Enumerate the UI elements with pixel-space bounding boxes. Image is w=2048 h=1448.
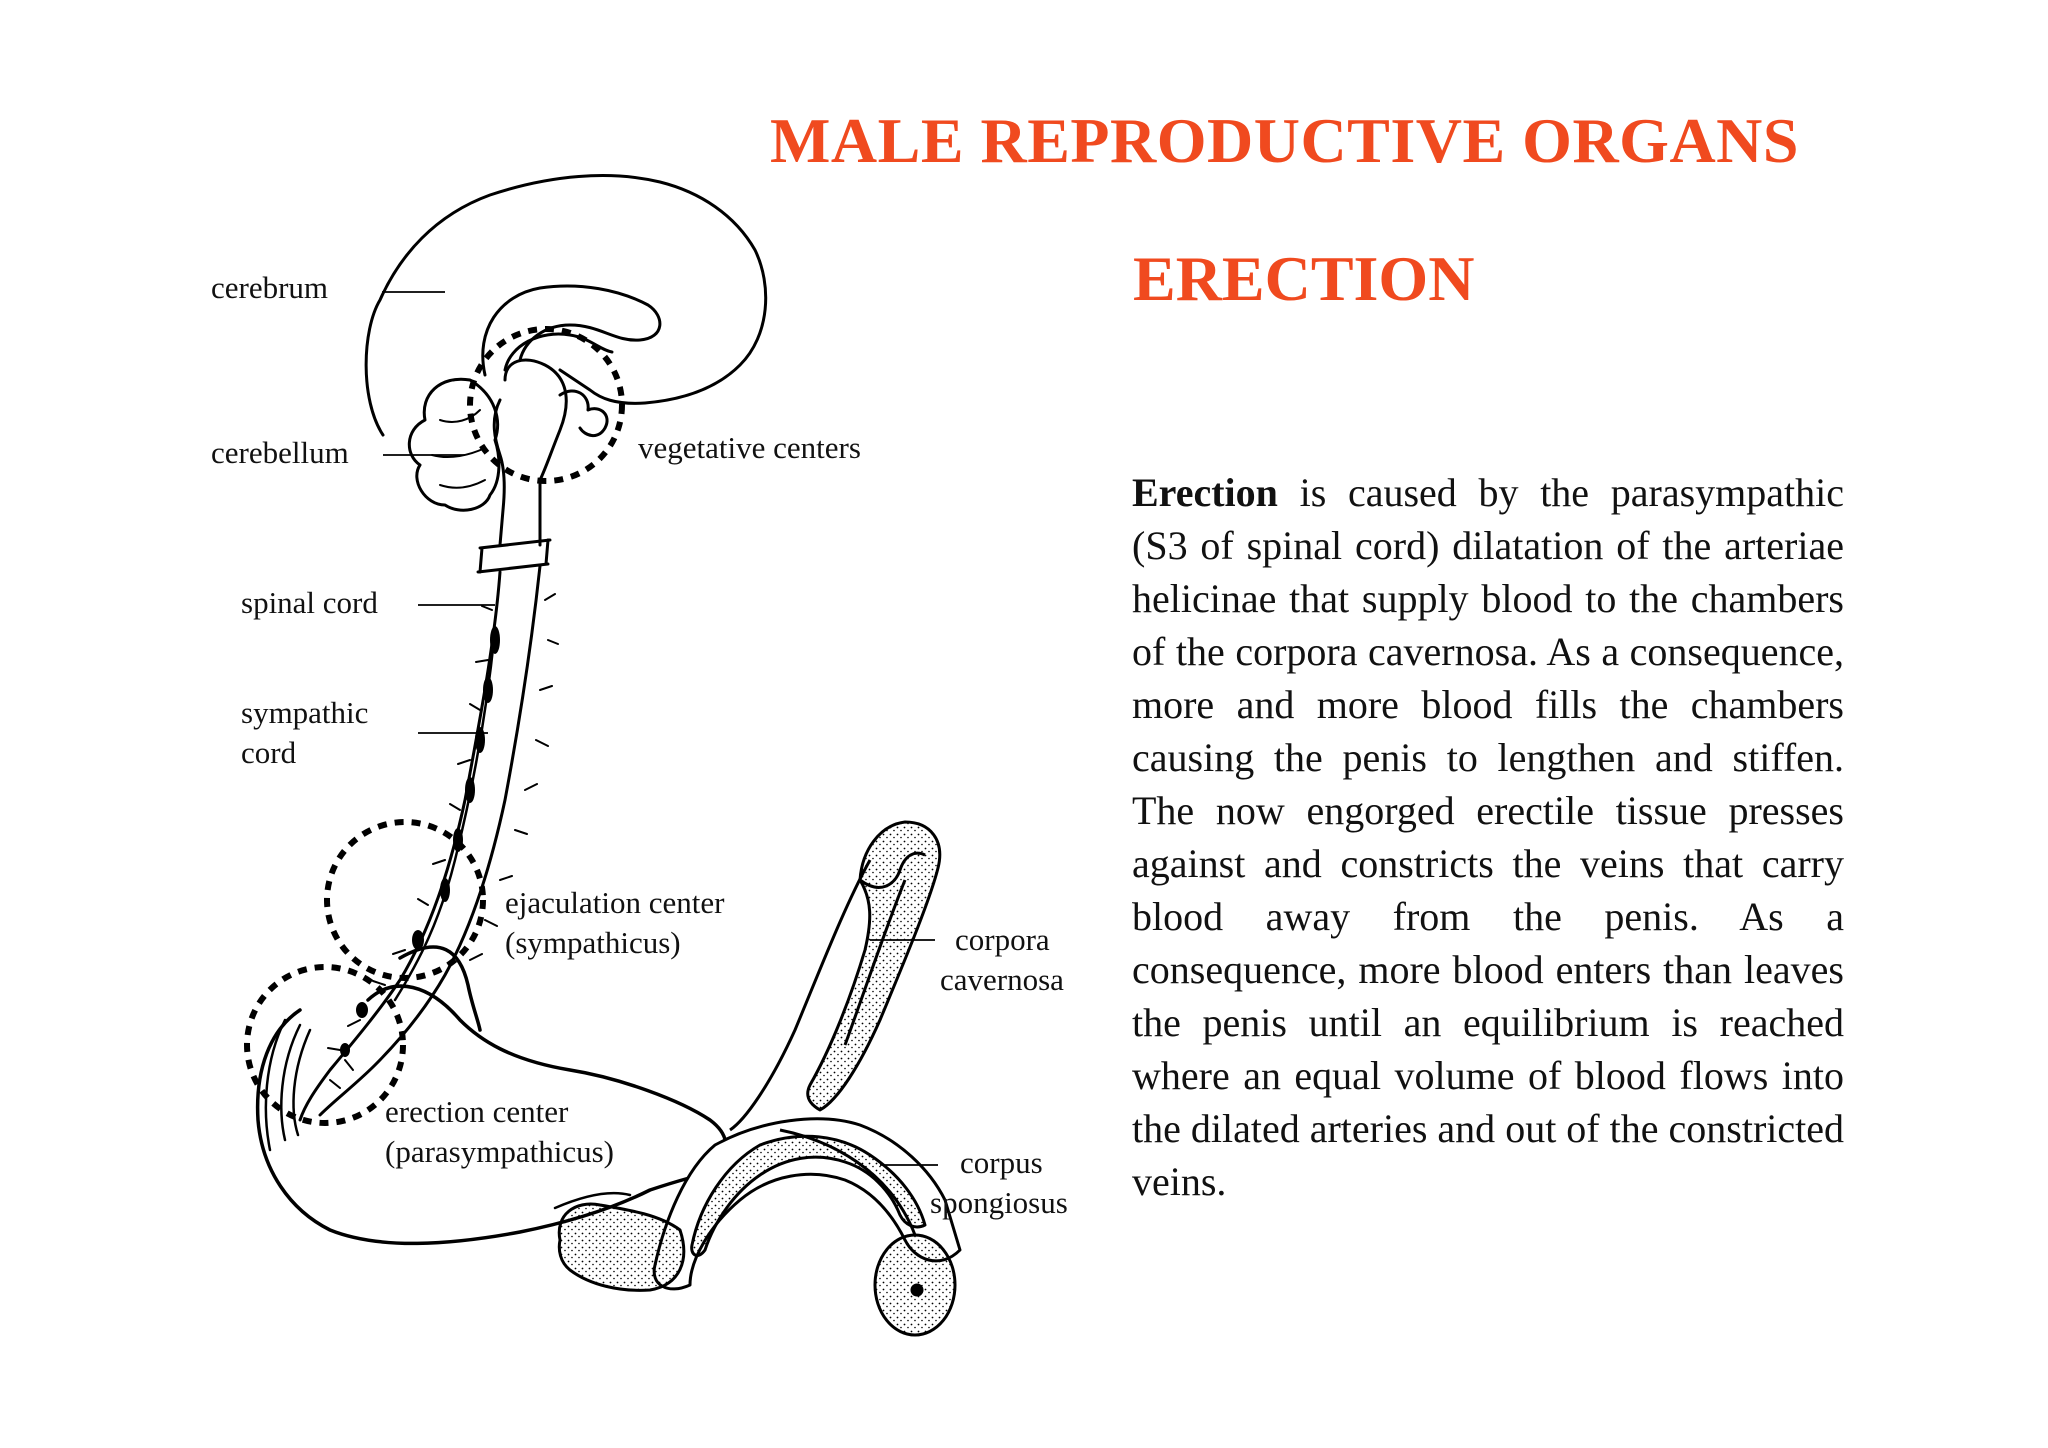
sympathetic-ganglia [340,626,500,1057]
label-erection-center-line1: erection center [385,1094,569,1129]
page-subtitle: ERECTION [1133,243,1475,314]
brainstem-left [492,398,506,547]
page-title: MALE REPRODUCTIVE ORGANS [770,105,1799,176]
label-ejaculation-center-line2: (sympathicus) [505,925,681,960]
label-vegetative-centers: vegetative centers [638,430,861,465]
cerebellum-outline [407,377,501,512]
corpus-spongiosus [690,1134,927,1257]
spinal-nerves [327,593,559,1089]
label-erection-center-line2: (parasympathicus) [385,1134,614,1169]
brain-lobe [558,389,609,437]
label-spinal-cord: spinal cord [241,585,378,620]
paragraph-body: is caused by the parasympathic (S3 of sp… [1132,470,1844,1204]
brain-inner-arc [503,332,614,372]
label-corpora-cavernosa-line1: corpora [955,922,1050,957]
label-corpora-cavernosa-line2: cavernosa [940,962,1064,997]
label-sympathic-cord-line1: sympathic [241,695,369,730]
label-cerebellum: cerebellum [211,435,349,470]
spinal-cord-cut [476,538,552,574]
label-corpus-spongiosus-line1: corpus [960,1145,1043,1180]
sympathetic-chain [393,628,497,1002]
label-ejaculation-center-line1: ejaculation center [505,885,725,920]
description-paragraph: Erection is caused by the parasympathic … [1132,466,1844,1208]
brainstem [503,358,568,547]
label-sympathic-cord-line2: cord [241,735,297,770]
vegetative-centers-circle [467,326,625,484]
ejaculation-nerve [398,945,482,1032]
brain-inner-fold [481,284,662,377]
cerebrum-outline [364,174,768,437]
label-corpus-spongiosus-line2: spongiosus [930,1185,1068,1220]
erection-nerve [255,1008,722,1246]
label-cerebrum: cerebrum [211,270,329,305]
ejaculation-center-circle [324,819,486,981]
bulb [557,1202,686,1292]
paragraph-lead: Erection [1132,470,1278,515]
erection-center-circle [244,964,406,1126]
